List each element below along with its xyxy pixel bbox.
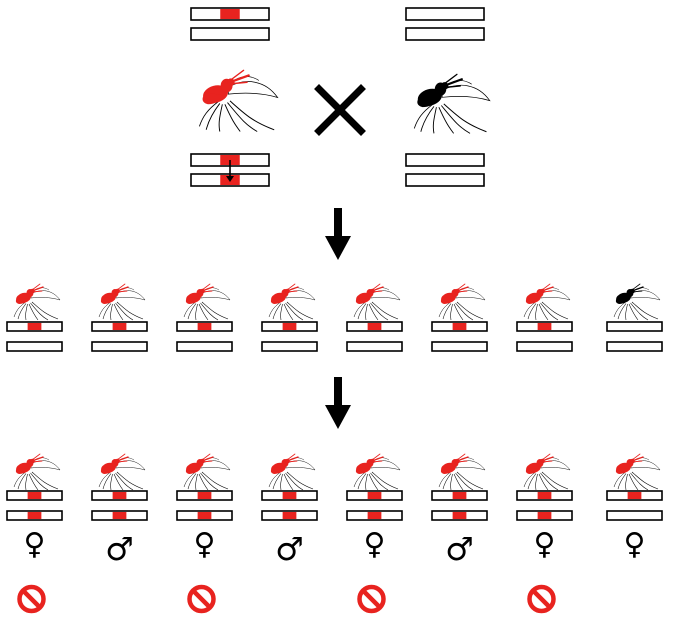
female-symbol: ♀ [193,527,216,562]
f1-offspring [176,283,233,352]
f2-mosquito-5 [353,453,401,491]
f2-mosquito-3 [183,453,231,491]
right-parent-chromosome-4 [405,173,485,187]
sterile-prohibition-icon [530,587,554,611]
sterile-prohibition-icon [20,587,44,611]
f1-chromosome-2 [606,341,663,352]
right-parent-chromosome-2 [405,27,485,41]
right-parent-chromosome-1 [405,7,485,21]
f1-chromosome-1 [606,321,663,332]
f2-chromosome-2 [431,510,488,521]
f1-offspring [346,283,403,352]
male-symbol: ♂ [275,530,304,568]
f2-chromosome-1 [606,490,663,501]
f2-offspring [346,453,403,611]
f2-chromosome-1 [176,490,233,501]
f2-offspring [431,453,488,521]
f1-chromosome-1 [261,321,318,332]
f2-offspring [261,453,318,521]
f1-mosquito-1 [13,283,61,321]
f2-chromosome-2 [91,510,148,521]
f2-chromosome-1 [431,490,488,501]
f1-chromosome-1 [346,321,403,332]
female-symbol: ♀ [363,527,386,562]
f2-mosquito-2 [98,453,146,491]
parent-chromosomes-before [190,7,485,41]
f1-offspring [91,283,148,352]
f2-chromosome-1 [346,490,403,501]
generation-arrow-1 [325,208,351,260]
f1-mosquito-5 [353,283,401,321]
f1-chromosome-2 [6,341,63,352]
f1-chromosome-2 [261,341,318,352]
sterile-prohibition-icon [360,587,384,611]
f1-offspring [6,283,63,352]
f2-offspring [606,453,663,521]
parental-cross [190,69,491,187]
f2-chromosome-1 [91,490,148,501]
f1-offspring [261,283,318,352]
f1-mosquito-2 [98,283,146,321]
f1-chromosome-1 [431,321,488,332]
f1-offspring [431,283,488,352]
f2-mosquito-7 [523,453,571,491]
f2-mosquito-6 [438,453,486,491]
f2-chromosome-1 [261,490,318,501]
female-symbol: ♀ [623,527,646,562]
f1-mosquito-7 [523,283,571,321]
f2-chromosome-2 [6,510,63,521]
female-symbol: ♀ [23,527,46,562]
f2-offspring [516,453,573,611]
f2-offspring [176,453,233,611]
f1-chromosome-2 [91,341,148,352]
generation-f1 [6,283,663,352]
generation-arrow-2 [325,377,351,429]
f1-chromosome-2 [431,341,488,352]
left-parent-chromosome-2 [190,27,270,41]
f1-chromosome-2 [176,341,233,352]
cross-symbol [314,84,366,136]
f2-chromosome-1 [6,490,63,501]
f1-chromosome-1 [6,321,63,332]
f2-mosquito-8 [613,453,661,491]
left-parent-chromosome-1 [190,7,270,21]
f2-chromosome-2 [516,510,573,521]
f1-mosquito-4 [268,283,316,321]
f2-offspring [91,453,148,521]
f1-offspring [606,283,663,352]
f2-offspring [6,453,63,611]
female-symbol: ♀ [533,527,556,562]
f2-chromosome-1 [516,490,573,501]
f2-chromosome-2 [346,510,403,521]
gene-drive-parent-mosquito [198,69,279,133]
male-symbol: ♂ [105,530,134,568]
f1-chromosome-1 [176,321,233,332]
wild-type-parent-mosquito [413,73,491,135]
homing-arrow [226,160,234,182]
f2-chromosome-2 [176,510,233,521]
f1-offspring [516,283,573,352]
f1-mosquito-3 [183,283,231,321]
f1-chromosome-2 [516,341,573,352]
f1-mosquito-8 [613,283,661,321]
f1-mosquito-6 [438,283,486,321]
sterile-prohibition-icon [190,587,214,611]
male-symbol: ♂ [445,530,474,568]
f2-chromosome-2 [606,510,663,521]
f1-chromosome-2 [346,341,403,352]
f1-chromosome-1 [91,321,148,332]
f2-chromosome-2 [261,510,318,521]
right-parent-chromosome-3 [405,153,485,167]
f2-mosquito-1 [13,453,61,491]
f2-mosquito-4 [268,453,316,491]
f1-chromosome-1 [516,321,573,332]
generation-f2 [6,453,663,611]
